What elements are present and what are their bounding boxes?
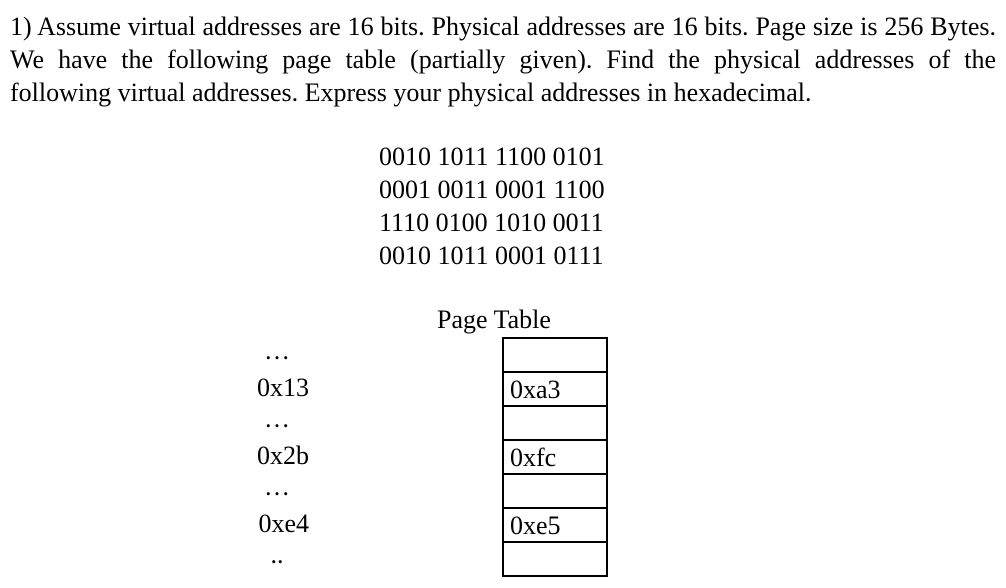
page-table-entry bbox=[502, 337, 608, 371]
page-number-label: 0x13 bbox=[257, 373, 309, 402]
page-table-ellipsis: … bbox=[264, 404, 290, 433]
page-table-entry: 0xfc bbox=[502, 439, 608, 473]
virtual-address-2: 0001 0011 0001 1100 bbox=[379, 175, 605, 204]
page-table-entry bbox=[502, 541, 608, 577]
page-table-entry: 0xe5 bbox=[502, 507, 608, 541]
page-table-ellipsis: … bbox=[264, 472, 290, 501]
page-table-ellipsis: … bbox=[264, 336, 290, 365]
page-table-ellipsis: .. bbox=[270, 540, 284, 569]
virtual-address-4: 0010 1011 0001 0111 bbox=[379, 241, 604, 270]
page-table-entry bbox=[502, 405, 608, 439]
page-table-title: Page Table bbox=[437, 305, 551, 334]
page-table-entry bbox=[502, 473, 608, 507]
question-text: 1) Assume virtual addresses are 16 bits.… bbox=[10, 12, 996, 107]
page-number-label: 0x2b bbox=[257, 441, 309, 470]
page-table-entry: 0xa3 bbox=[502, 371, 608, 405]
virtual-address-list: 0010 1011 1100 0101 0001 0011 0001 1100 … bbox=[379, 140, 605, 272]
virtual-address-1: 0010 1011 1100 0101 bbox=[379, 142, 605, 171]
virtual-address-3: 1110 0100 1010 0011 bbox=[379, 208, 604, 237]
page-number-label: 0xe4 bbox=[258, 509, 309, 538]
